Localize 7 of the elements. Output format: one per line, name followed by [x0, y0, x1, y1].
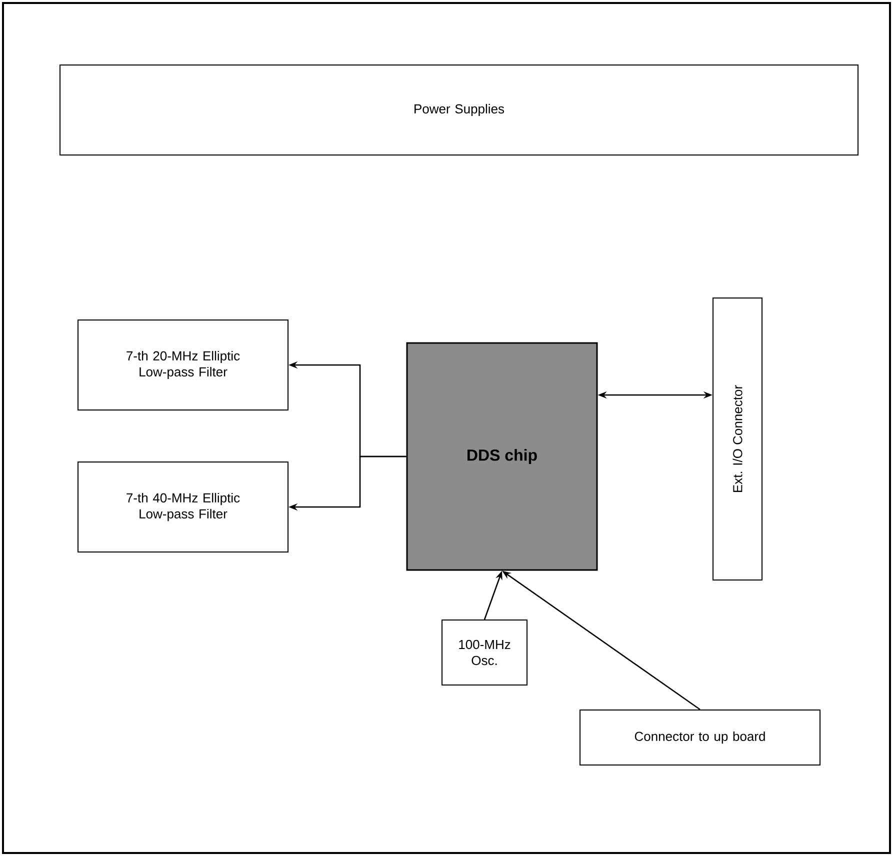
connector-box: Ext. I/O Connector	[712, 298, 763, 580]
block-box: 7-th 20-MHz Elliptic Low-pass Filter	[78, 320, 288, 410]
block-box: Connector to up board	[580, 710, 820, 766]
block-box: Power Supplies	[60, 64, 859, 156]
block-box: 7-th 40-MHz Elliptic Low-pass Filter	[78, 462, 288, 552]
chip-box: DDS chip	[406, 342, 598, 571]
block-box: 100-MHz Osc.	[442, 620, 528, 686]
